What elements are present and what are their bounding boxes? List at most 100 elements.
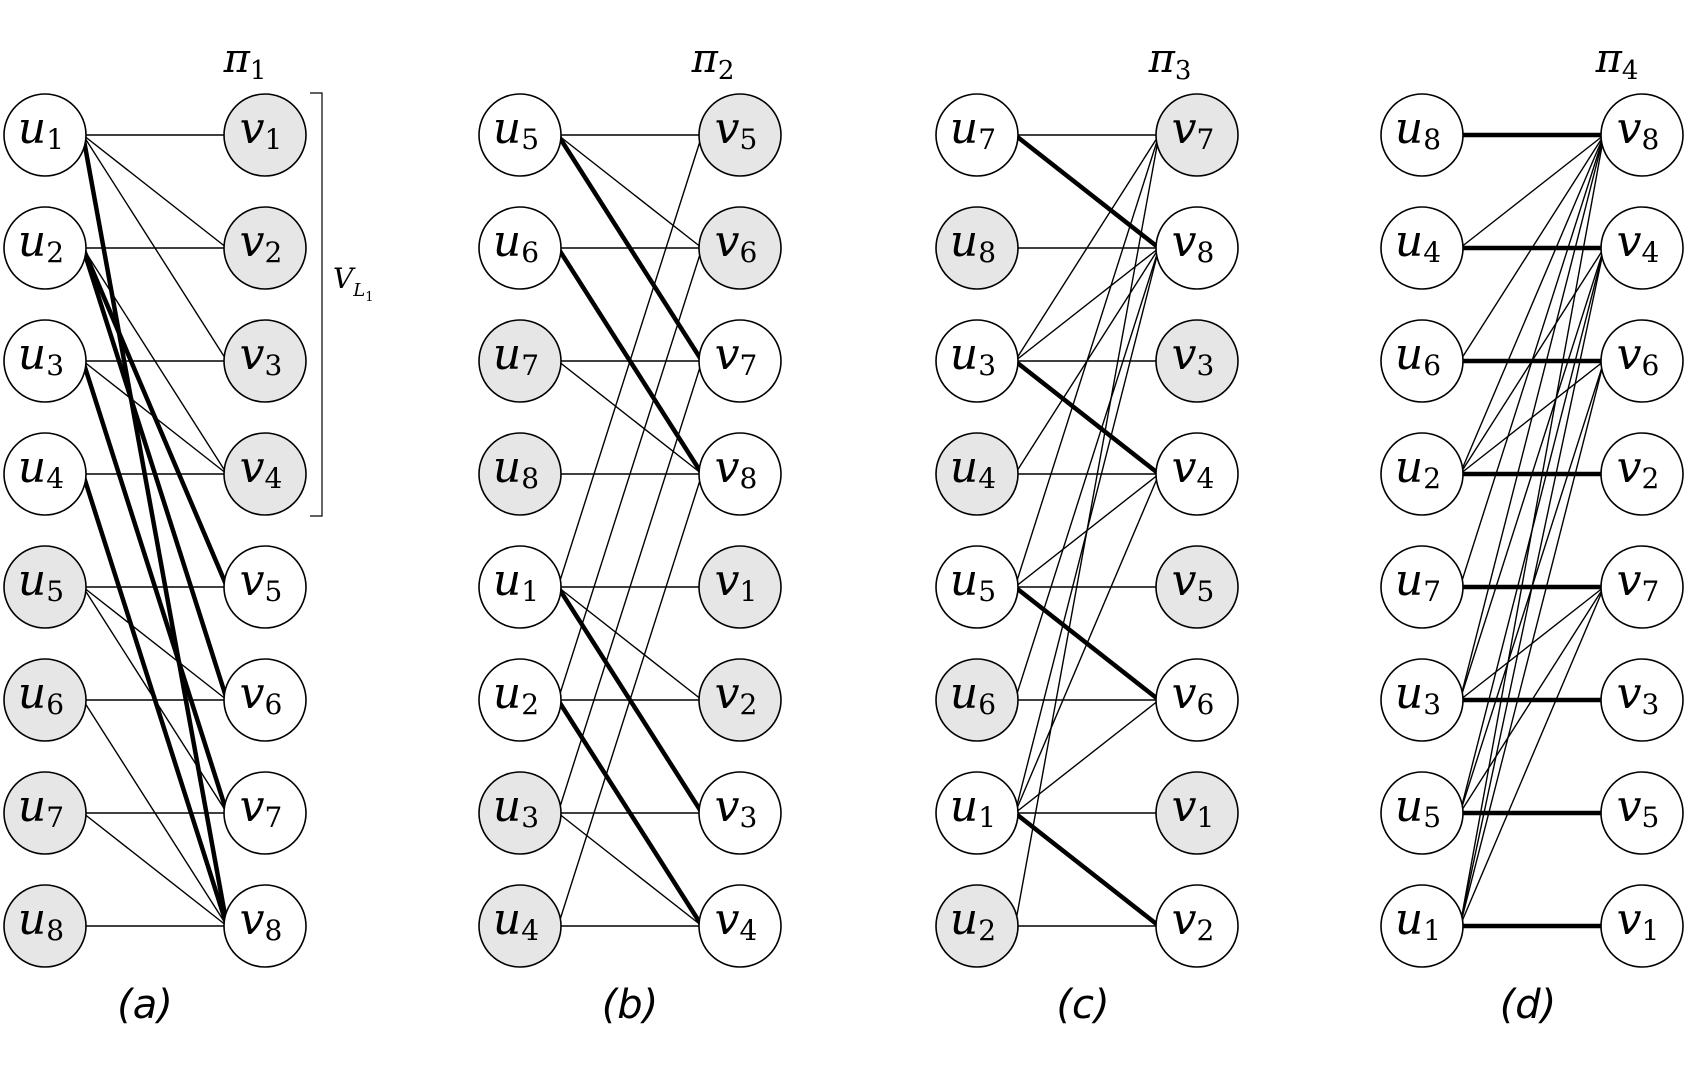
bracket-label-base: V <box>333 262 356 295</box>
edge <box>1014 134 1160 588</box>
node-circle <box>935 545 1019 629</box>
node-label: u4 <box>950 442 996 495</box>
node-label: u6 <box>18 668 64 721</box>
node-label-base: u <box>950 216 978 267</box>
node-label-subscript: 7 <box>46 801 64 834</box>
node-label: v7 <box>715 329 758 382</box>
node-circle <box>698 206 782 290</box>
node-label-base: v <box>1617 216 1642 267</box>
node-label-subscript: 3 <box>1197 349 1215 382</box>
node-v3: v3 <box>223 319 307 403</box>
node-label-subscript: 3 <box>521 801 539 834</box>
node-circle <box>478 771 562 855</box>
node-label-base: u <box>18 329 46 380</box>
node-label-base: u <box>493 894 521 945</box>
node-v2: v2 <box>1155 884 1239 968</box>
edge <box>82 812 228 927</box>
node-circle <box>1155 432 1239 516</box>
node-label: u7 <box>18 781 64 834</box>
node-label-subscript: 5 <box>978 575 996 608</box>
node-v4: v4 <box>1600 206 1684 290</box>
panel-title: π3 <box>1148 36 1192 86</box>
node-v7: v7 <box>223 771 307 855</box>
node-label-base: v <box>715 103 740 154</box>
node-v8: v8 <box>223 884 307 968</box>
node-label-base: u <box>493 555 521 606</box>
edge <box>1014 247 1160 701</box>
node-label-subscript: 3 <box>265 349 283 382</box>
node-label: u5 <box>950 555 996 608</box>
panel-title: π2 <box>691 36 735 86</box>
panel-caption: (a) <box>117 982 173 1028</box>
node-circle <box>698 319 782 403</box>
node-circle <box>935 884 1019 968</box>
node-v5: v5 <box>1155 545 1239 629</box>
edge <box>1014 247 1160 362</box>
bracket-label-subsubscript: 1 <box>365 290 373 305</box>
panel-title-subscript: 3 <box>1175 56 1192 86</box>
node-u5: u5 <box>3 545 87 629</box>
node-label-base: v <box>715 781 740 832</box>
node-label: u4 <box>1395 216 1441 269</box>
node-u6: u6 <box>1380 319 1464 403</box>
node-label-subscript: 1 <box>1423 914 1441 947</box>
node-label: u3 <box>18 329 64 382</box>
node-label-base: u <box>1395 781 1423 832</box>
node-label-subscript: 6 <box>1197 688 1215 721</box>
node-label-subscript: 2 <box>1423 462 1441 495</box>
node-label-subscript: 6 <box>978 688 996 721</box>
edge <box>557 134 703 249</box>
node-label-subscript: 1 <box>740 575 758 608</box>
node-label-base: v <box>240 668 265 719</box>
node-label-subscript: 4 <box>521 914 539 947</box>
node-label-base: u <box>950 668 978 719</box>
node-label: u4 <box>493 894 539 947</box>
edge <box>1014 473 1160 814</box>
node-circle <box>223 319 307 403</box>
node-label: u7 <box>950 103 996 156</box>
node-label: v6 <box>1172 668 1215 721</box>
edge <box>1014 134 1160 362</box>
node-u7: u7 <box>1380 545 1464 629</box>
panel-title-base: π <box>1148 36 1176 82</box>
node-label-base: u <box>18 442 46 493</box>
node-circle <box>1600 93 1684 177</box>
edge <box>1014 699 1160 814</box>
node-label-subscript: 4 <box>978 462 996 495</box>
node-circle <box>1380 93 1464 177</box>
node-label: u6 <box>950 668 996 721</box>
matching-edge <box>80 134 230 927</box>
edge <box>1014 134 1160 927</box>
node-label-base: u <box>18 668 46 719</box>
node-circle <box>1600 545 1684 629</box>
node-label: v2 <box>1172 894 1215 947</box>
node-label-subscript: 3 <box>1642 688 1660 721</box>
node-label: v1 <box>1617 894 1660 947</box>
node-label: v5 <box>715 103 758 156</box>
node-label-subscript: 7 <box>740 349 758 382</box>
panel-title-base: π <box>1595 36 1623 82</box>
node-label: v3 <box>240 329 283 382</box>
node-circle <box>1380 432 1464 516</box>
edge <box>557 473 703 927</box>
node-label-base: u <box>493 442 521 493</box>
node-label: v7 <box>1617 555 1660 608</box>
node-circle <box>3 771 87 855</box>
node-label-base: v <box>1172 555 1197 606</box>
node-label: v8 <box>1617 103 1660 156</box>
node-label-subscript: 2 <box>1197 914 1215 947</box>
panel-caption: (d) <box>1500 982 1557 1028</box>
edge <box>1459 134 1605 249</box>
node-label: v2 <box>715 668 758 721</box>
node-circle <box>1155 319 1239 403</box>
node-label: v7 <box>240 781 283 834</box>
node-label: u6 <box>493 216 539 269</box>
node-label-base: v <box>240 216 265 267</box>
node-u2: u2 <box>1380 432 1464 516</box>
node-label: u5 <box>493 103 539 156</box>
node-label-subscript: 6 <box>521 236 539 269</box>
node-label-subscript: 8 <box>521 462 539 495</box>
node-label-base: u <box>950 329 978 380</box>
node-u1: u1 <box>1380 884 1464 968</box>
